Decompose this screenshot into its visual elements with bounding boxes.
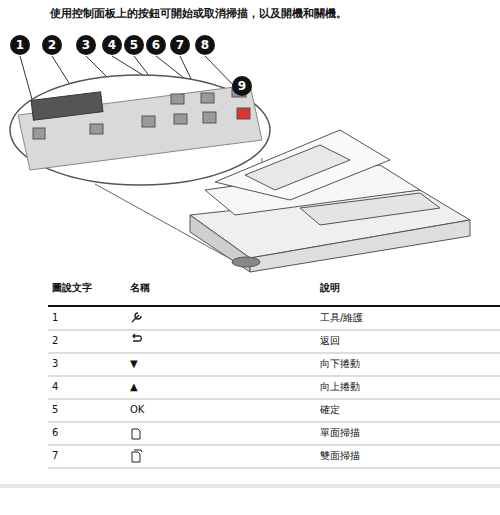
return-icon bbox=[133, 334, 141, 341]
zoom-ellipse bbox=[10, 75, 270, 185]
callout-number: 4 bbox=[108, 38, 116, 52]
table-cell: 4 bbox=[52, 381, 58, 393]
callout-circle: 7 bbox=[170, 35, 190, 55]
control-panel bbox=[18, 85, 262, 170]
scanner-body bbox=[190, 130, 470, 272]
callout-circle: 9 bbox=[232, 76, 252, 96]
simplex-icon bbox=[132, 429, 140, 439]
callout-number: 1 bbox=[16, 38, 24, 52]
lcd-display bbox=[31, 92, 103, 120]
table-cell: 2 bbox=[52, 335, 58, 347]
table-cell: 3 bbox=[52, 358, 58, 370]
table-cell: 確定 bbox=[320, 404, 340, 416]
table-cell: 6 bbox=[52, 427, 58, 439]
callout-circle: 8 bbox=[195, 35, 215, 55]
table-cell: 單面掃描 bbox=[320, 427, 360, 439]
panel-buttons bbox=[33, 88, 250, 139]
table-header: 說明 bbox=[320, 282, 340, 294]
callout-number: 5 bbox=[130, 38, 138, 52]
table-cell: ▼ bbox=[130, 358, 138, 370]
callout-number: 8 bbox=[201, 38, 209, 52]
callout-number: 3 bbox=[82, 38, 90, 52]
table-header: 名稱 bbox=[130, 282, 150, 294]
callout-circle: 1 bbox=[10, 35, 30, 55]
callout-number: 6 bbox=[152, 38, 160, 52]
callout-circle: 4 bbox=[102, 35, 122, 55]
table-cell: 工具/維護 bbox=[320, 312, 363, 324]
callout-number: 7 bbox=[176, 38, 184, 52]
callout-circle: 3 bbox=[76, 35, 96, 55]
callout-circle: 2 bbox=[42, 35, 62, 55]
duplex-icon bbox=[132, 450, 142, 462]
table-cell: OK bbox=[130, 404, 144, 416]
callout-number: 2 bbox=[48, 38, 56, 52]
table-cell: 返回 bbox=[320, 335, 340, 347]
table-cell: 7 bbox=[52, 450, 58, 462]
table-cell: 1 bbox=[52, 312, 58, 324]
callout-number: 9 bbox=[238, 79, 246, 93]
table-cell: ▲ bbox=[130, 381, 138, 393]
table-cell: 5 bbox=[52, 404, 58, 416]
page-heading: 使用控制面板上的按鈕可開始或取消掃描，以及開機和關機。 bbox=[50, 6, 347, 21]
wrench-icon bbox=[132, 313, 141, 322]
table-cell: 雙面掃描 bbox=[320, 450, 360, 462]
table-lines bbox=[0, 306, 500, 488]
callout-circle: 5 bbox=[124, 35, 144, 55]
table-header: 圖說文字 bbox=[52, 282, 92, 294]
table-cell: 向上捲動 bbox=[320, 381, 360, 393]
callout-circle: 6 bbox=[146, 35, 166, 55]
table-cell: 向下捲動 bbox=[320, 358, 360, 370]
